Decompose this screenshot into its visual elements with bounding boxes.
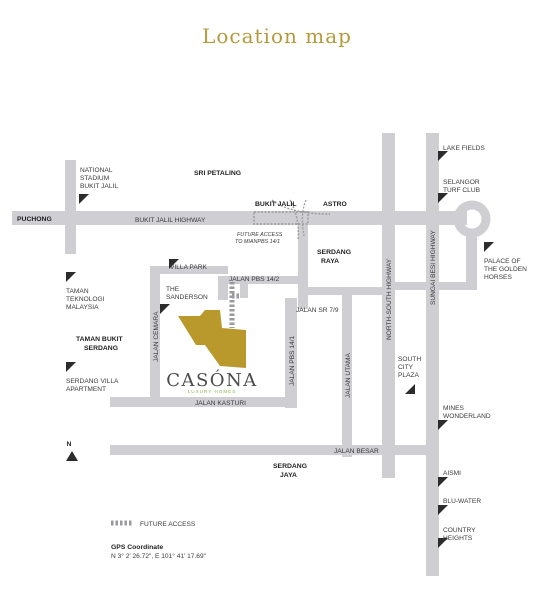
landmark-mines-wonderland: MINES WONDERLAND [443, 405, 491, 420]
casona-site [178, 310, 246, 368]
road-pbs-14-2-link [240, 284, 248, 298]
landmark-serdang-villa: SERDANG VILLA APARTMENT [66, 378, 120, 393]
landmark-taman-teknologi: TAMAN TEKNOLOGI MALAYSIA [66, 288, 106, 311]
marker-aism [438, 477, 448, 487]
road-bukit-jalil-highway [12, 211, 467, 225]
landmark-the-sanderson: THE SANDERSON [166, 286, 208, 301]
road-villa-park [150, 266, 228, 274]
landmark-national-stadium: NATIONAL STADIUM BUKIT JALIL [80, 167, 118, 190]
gps-value: N 3° 2' 26.72", E 101° 41' 17.69" [111, 552, 207, 560]
brand-name: CASÓNA [166, 368, 258, 391]
road-palace-link [395, 282, 477, 290]
future-access-note-1: FUTURE ACCESS [237, 232, 283, 238]
area-bukit-jalil: BUKIT JALIL [255, 201, 297, 208]
area-sri-petaling: SRI PETALING [194, 170, 241, 177]
marker-mines-wonderland [438, 420, 448, 430]
roundabout [453, 200, 491, 238]
marker-country-heights [438, 538, 448, 548]
road-stadium-spur [65, 160, 76, 254]
landmark-villa-park: VILLA PARK [170, 264, 207, 271]
area-astro: ASTRO [323, 201, 347, 208]
north-arrow-icon [66, 451, 78, 461]
road-label-jalan-utama: JALAN UTAMA [345, 352, 352, 398]
marker-south-city-plaza [405, 384, 415, 394]
landmark-south-city-plaza: SOUTH CITY PLAZA [398, 356, 423, 379]
marker-villa-park [169, 259, 179, 269]
marker-serdang-villa [66, 362, 76, 372]
road-label-jalan-besar: JALAN BESAR [334, 448, 379, 455]
marker-taman-teknologi [66, 272, 76, 282]
landmark-country-heights: COUNTRY HEIGHTS [443, 527, 477, 542]
landmark-aism: AISMI [443, 470, 461, 477]
road-label-jalan-sr-7-9: JALAN SR 7/9 [296, 307, 339, 314]
marker-the-sanderson [160, 304, 170, 314]
area-puchong: PUCHONG [17, 216, 52, 223]
north-label: N [67, 441, 72, 448]
road-jalan-besar [110, 445, 430, 455]
area-serdang-raya-2: RAYA [321, 258, 339, 265]
marker-palace-golden-horses [484, 242, 494, 252]
future-access-note-2: TO MIANPBS 14/1 [235, 239, 280, 245]
road-network [12, 133, 491, 576]
road-label-jalan-kasturi: JALAN KASTURI [195, 400, 246, 407]
legend-future-access: FUTURE ACCESS [140, 521, 196, 528]
north-arrow: N [66, 441, 78, 461]
landmark-selangor-turf-club: SELANGOR TURF CLUB [443, 179, 482, 194]
marker-lake-fields [438, 151, 448, 161]
road-sungai-besi-highway [426, 133, 439, 576]
gps-label: GPS Coordinate [111, 544, 163, 551]
road-jalan-cemara [150, 266, 160, 404]
legend: FUTURE ACCESS [111, 520, 196, 528]
landmark-palace-golden-horses: PALACE OF THE GOLDEN HORSES [484, 258, 529, 281]
area-serdang-raya-1: SERDANG [317, 249, 351, 256]
road-jalan-sr-7-9 [298, 287, 384, 295]
landmark-markers [66, 151, 494, 548]
site-future-access [229, 282, 240, 328]
road-label-north-south-highway: NORTH-SOUTH HIGHWAY [386, 258, 393, 340]
road-jalan-utama [342, 287, 352, 457]
road-label-jalan-cemara: JALAN CEMARA [153, 311, 160, 362]
map-title: Location map [202, 24, 352, 48]
landmark-blu-water: BLU-WATER [443, 498, 481, 505]
road-jalan-kasturi [110, 397, 297, 407]
brand-tagline: LUXURY HOMES [188, 389, 237, 394]
road-palace-spur [466, 230, 477, 288]
landmark-lake-fields: LAKE FIELDS [443, 145, 485, 152]
road-label-jalan-pbs-14-2: JALAN PBS 14/2 [229, 276, 280, 283]
road-serdang-raya-vertical [298, 225, 308, 309]
area-serdang-jaya-2: JAYA [280, 472, 297, 479]
bukit-jalil-interchange [253, 199, 331, 241]
area-taman-bukit-serdang-2: SERDANG [84, 345, 118, 352]
road-label-sungai-besi-highway: SUNGAI BESI HIGHWAY [430, 230, 437, 305]
road-jalan-pbs-14-2 [218, 276, 308, 284]
road-label-jalan-pbs-14-1: JALAN PBS 14/1 [289, 335, 296, 386]
road-north-south-highway [382, 133, 395, 478]
marker-national-stadium [79, 194, 89, 204]
marker-selangor-turf-club [438, 193, 448, 203]
road-label-bukit-jalil-highway: BUKIT JALIL HIGHWAY [135, 217, 206, 224]
marker-blu-water [438, 505, 448, 515]
area-serdang-jaya-1: SERDANG [273, 463, 307, 470]
road-pbs-14-2-stub [218, 276, 228, 300]
road-jalan-pbs-14-1 [285, 298, 297, 408]
area-taman-bukit-serdang-1: TAMAN BUKIT [76, 336, 124, 343]
